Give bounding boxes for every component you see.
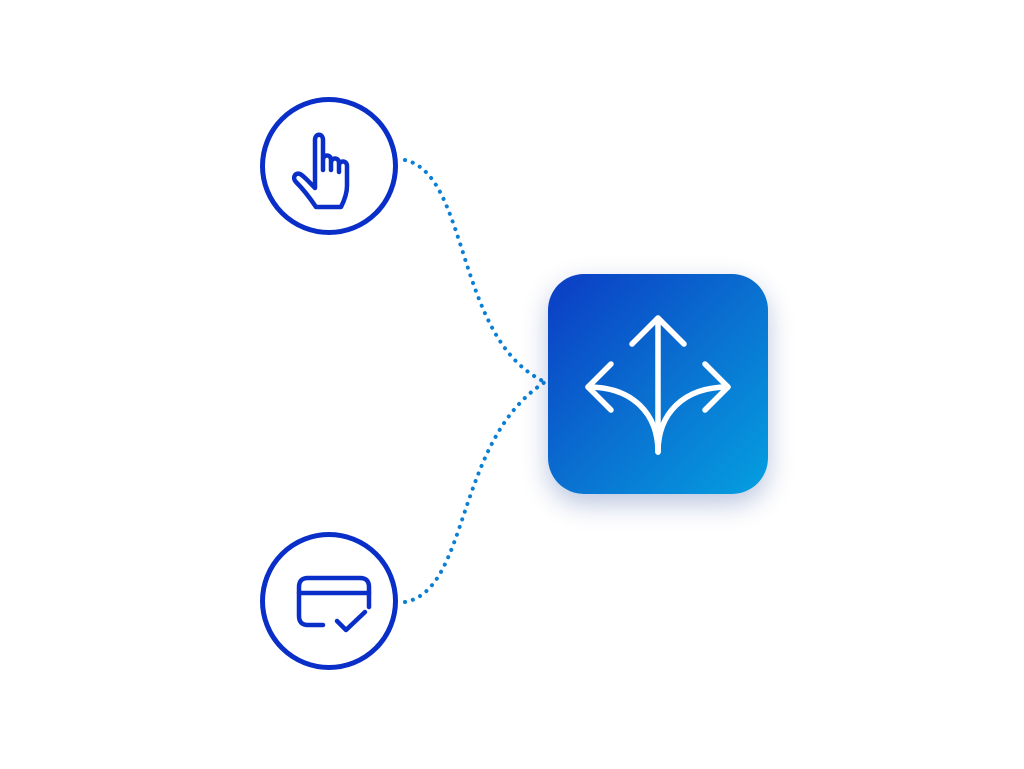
connector-hand-to-hub: [403, 158, 547, 384]
split-arrows-icon: [585, 315, 731, 455]
card-node[interactable]: [260, 532, 398, 670]
pointing-hand-icon: [291, 132, 350, 210]
credit-card-check-icon: [296, 575, 372, 633]
hub-tile[interactable]: [548, 274, 768, 494]
hand-node[interactable]: [260, 97, 398, 235]
connector-card-to-hub: [403, 380, 547, 604]
